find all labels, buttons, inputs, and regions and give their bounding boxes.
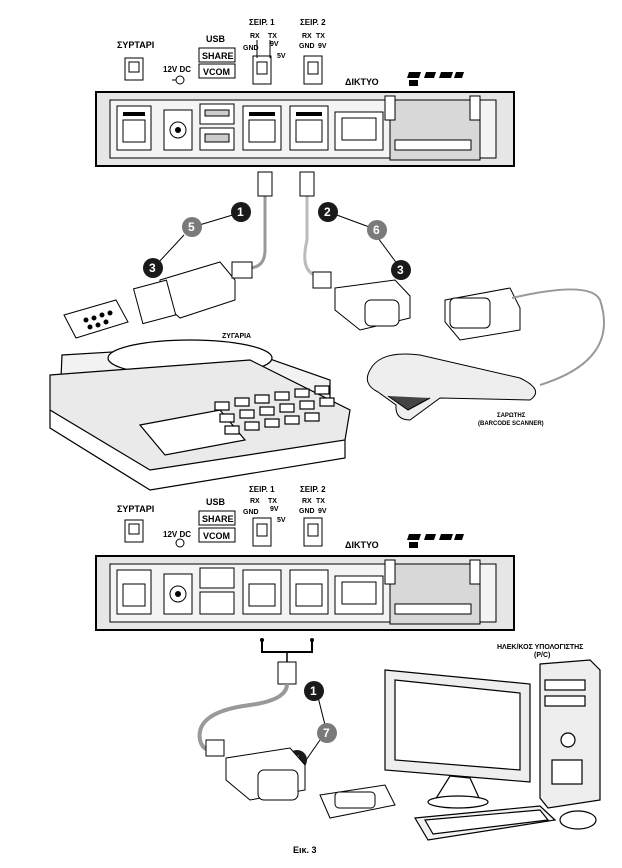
usb-vcom-label-2: VCOM — [203, 531, 230, 541]
serial1-label: ΣΕΙΡ. 1 — [249, 18, 275, 27]
callout-2: 2 — [318, 202, 338, 222]
serial1-9v-label: 9V — [270, 41, 279, 48]
svg-text:1: 1 — [310, 684, 317, 698]
serial1-tx-label-2: TX — [268, 498, 277, 505]
figure-caption: Εικ. 3 — [293, 845, 317, 855]
serial1-9v-label-2: 9V — [270, 506, 279, 513]
serial2-label: ΣΕΙΡ. 2 — [300, 18, 326, 27]
pc-label-2: (P/C) — [534, 652, 550, 659]
serial1-tx-label: TX — [268, 33, 277, 40]
pc-label-1: ΗΛΕΚ/ΚΟΣ ΥΠΟΛΟΓΙΣΤΗΣ — [497, 644, 583, 651]
serial1-gnd-label-2: GND — [243, 509, 259, 516]
rs232-adapter-right — [312, 271, 411, 331]
svg-text:6: 6 — [373, 223, 380, 237]
callout-1-bottom: 1 — [304, 681, 324, 701]
callout-5: 5 — [182, 217, 202, 237]
svg-text:5: 5 — [188, 220, 195, 234]
serial2-9v-label-2: 9V — [318, 508, 327, 515]
svg-text:7: 7 — [323, 726, 330, 740]
usb-label-2: USB — [206, 497, 226, 507]
serial2-gnd-label: GND — [299, 43, 315, 50]
sd-logo-icon-2 — [407, 534, 464, 548]
callout-6: 6 — [367, 220, 387, 240]
sd-logo-icon — [407, 72, 464, 86]
usb-vcom-label: VCOM — [203, 67, 230, 77]
callout-3-right: 3 — [391, 260, 411, 280]
serial2-rx-label: RX — [302, 33, 312, 40]
drawer-label: ΣΥΡΤΑΡΙ — [117, 40, 154, 50]
rs232-adapter-bottom — [205, 739, 396, 819]
scanner-label-1: ΣΑΡΩΤΗΣ — [497, 413, 526, 419]
serial2-tx-label-2: TX — [316, 498, 325, 505]
svg-text:3: 3 — [149, 261, 156, 275]
serial1-rx-label-2: RX — [250, 498, 260, 505]
rs232-adapter-left — [63, 261, 253, 339]
usb-label: USB — [206, 34, 226, 44]
serial2-label-2: ΣΕΙΡ. 2 — [300, 485, 326, 494]
pc-computer — [384, 659, 601, 841]
callout-7: 7 — [317, 723, 337, 743]
power-label-2: 12V DC — [163, 530, 191, 539]
usb-share-label: SHARE — [202, 51, 234, 61]
scale-device — [49, 339, 351, 491]
serial1-gnd-label: GND — [243, 45, 259, 52]
serial1-label-2: ΣΕΙΡ. 1 — [249, 485, 275, 494]
power-label: 12V DC — [163, 65, 191, 74]
serial1-5v-label: 5V — [277, 53, 286, 60]
callout-1-top: 1 — [231, 202, 251, 222]
serial1-rx-label: RX — [250, 33, 260, 40]
scanner-label-2: (BARCODE SCANNER) — [478, 421, 544, 427]
bottom-device-panel — [95, 555, 515, 631]
usb-share-label-2: SHARE — [202, 514, 234, 524]
serial2-9v-label: 9V — [318, 43, 327, 50]
barcode-scanner — [366, 287, 605, 421]
network-label: ΔΙΚΤΥΟ — [345, 77, 379, 87]
serial1-5v-label-2: 5V — [277, 517, 286, 524]
top-panel-labels: ΣΥΡΤΑΡΙ 12V DC USB SHARE VCOM ΣΕΙΡ. 1 RX… — [117, 18, 379, 87]
serial2-gnd-label-2: GND — [299, 508, 315, 515]
serial2-tx-label: TX — [316, 33, 325, 40]
svg-text:3: 3 — [397, 263, 404, 277]
serial2-rx-label-2: RX — [302, 498, 312, 505]
top-device-panel — [95, 91, 515, 167]
callout-3-left: 3 — [143, 258, 163, 278]
network-label-2: ΔΙΚΤΥΟ — [345, 540, 379, 550]
svg-text:1: 1 — [237, 205, 244, 219]
drawer-label-2: ΣΥΡΤΑΡΙ — [117, 504, 154, 514]
scale-label: ΖΥΓΑΡΙΑ — [222, 333, 251, 340]
bottom-panel-labels: ΣΥΡΤΑΡΙ 12V DC USB SHARE VCOM ΣΕΙΡ. 1 RX… — [117, 485, 379, 550]
svg-text:2: 2 — [324, 205, 331, 219]
